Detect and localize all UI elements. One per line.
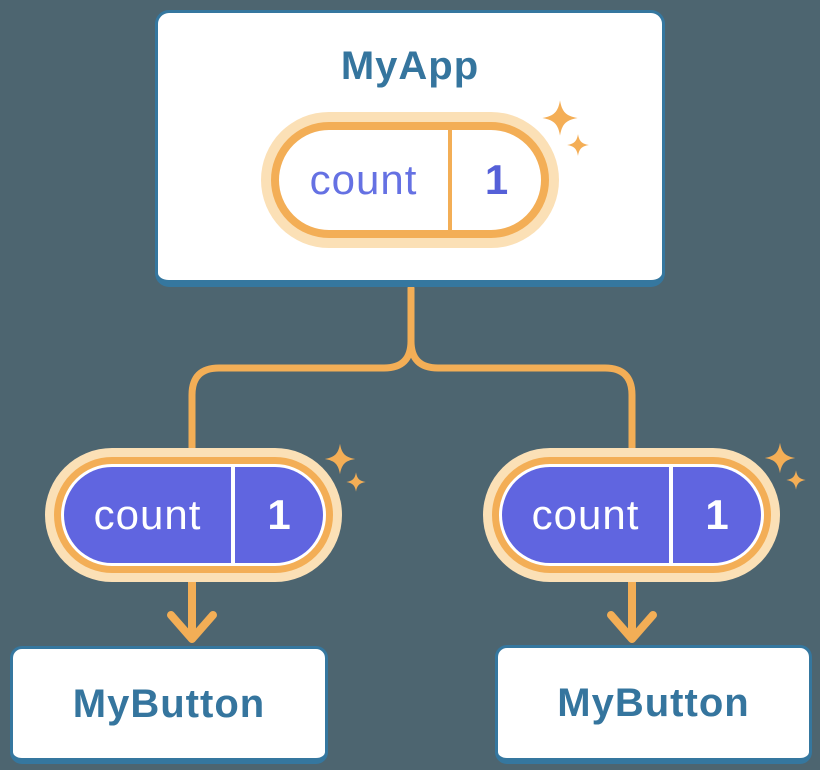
sparkle-icon xyxy=(346,472,366,492)
state-pill-right-child: count 1 xyxy=(483,448,780,582)
state-pill-body: count 1 xyxy=(64,467,323,563)
pill-divider xyxy=(669,467,674,563)
component-card-myapp: MyApp count 1 xyxy=(155,10,665,287)
arrow-left xyxy=(167,570,217,643)
component-title: MyButton xyxy=(557,681,750,725)
component-card-mybutton-right: MyButton xyxy=(495,645,812,764)
state-pill-left-child: count 1 xyxy=(45,448,342,582)
arrow-right xyxy=(607,570,657,643)
component-card-mybutton-left: MyButton xyxy=(10,646,328,764)
state-pill-ring: count 1 xyxy=(54,457,333,573)
pill-divider xyxy=(231,467,236,563)
sparkle-icon xyxy=(324,443,356,475)
state-name: count xyxy=(93,491,202,538)
sparkle-icon xyxy=(764,442,796,474)
state-pill-root: count 1 xyxy=(261,112,559,248)
state-value: 1 xyxy=(484,156,509,203)
state-pill-ring: count 1 xyxy=(271,122,549,238)
sparkle-icon xyxy=(786,470,806,490)
sparkle-icon xyxy=(542,100,578,136)
state-pill-body: count 1 xyxy=(502,467,761,563)
sparkle-icon xyxy=(567,134,589,156)
state-value: 1 xyxy=(267,491,291,538)
branch-line xyxy=(188,284,636,466)
state-name: count xyxy=(531,491,640,538)
state-name: count xyxy=(309,156,418,203)
state-pill-ring: count 1 xyxy=(492,457,771,573)
component-title: MyButton xyxy=(72,681,266,726)
component-title: MyApp xyxy=(340,44,480,88)
pill-divider xyxy=(448,130,453,230)
state-value: 1 xyxy=(705,491,729,538)
